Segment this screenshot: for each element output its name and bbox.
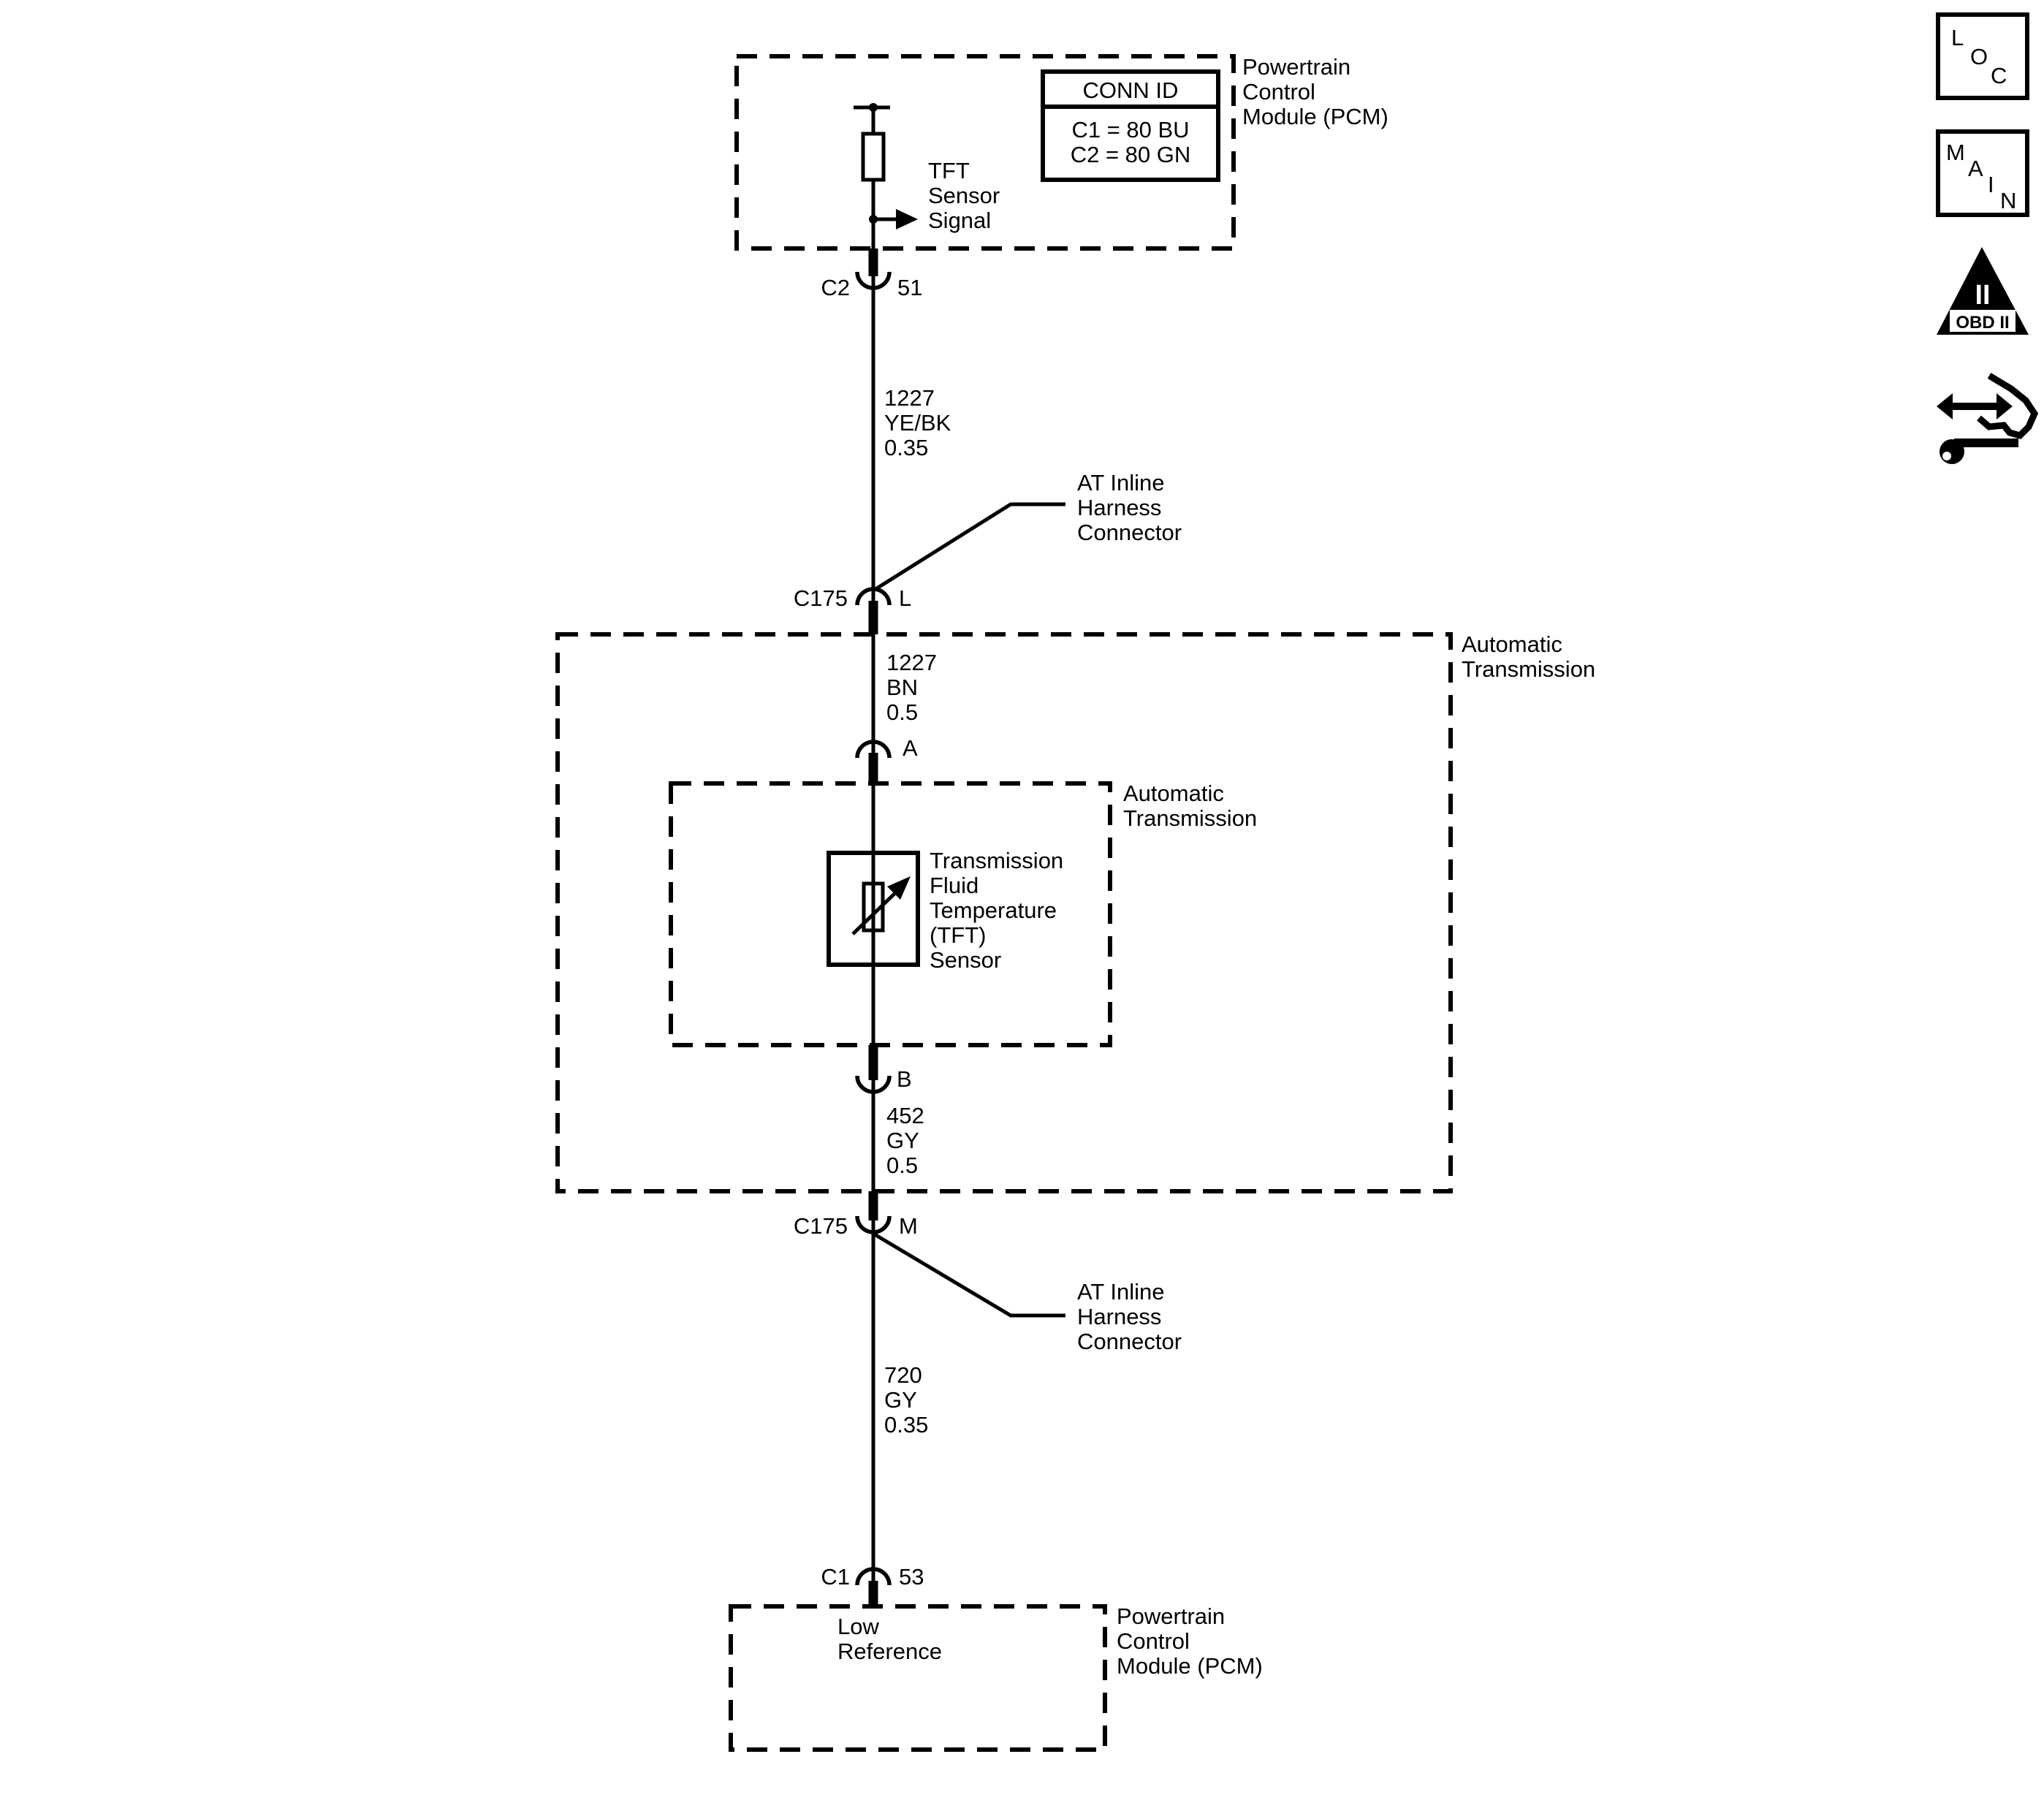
transmission-outer-label-1: Automatic — [1462, 631, 1562, 657]
diagnostic-tools-icon[interactable] — [1937, 373, 2039, 464]
main-letter-m: M — [1946, 140, 1965, 165]
wire-2-gauge: 0.5 — [886, 699, 918, 725]
pcm-bottom-boundary — [729, 1604, 1107, 1752]
connector-c1: C1 53 — [821, 1564, 924, 1606]
wire-3-gauge: 0.5 — [886, 1153, 918, 1178]
pullup-resistor-symbol — [854, 103, 890, 224]
low-reference-label-1: Low — [837, 1614, 879, 1639]
transmission-inner-label-2: Transmission — [1123, 805, 1257, 831]
conn-id-line-2: C2 = 80 GN — [1071, 142, 1191, 167]
tft-sensor-symbol — [827, 851, 920, 967]
pcm-bottom-label-1: Powertrain — [1117, 1603, 1225, 1629]
conn-id-line-1: C1 = 80 BU — [1071, 117, 1189, 143]
pcm-bottom-label-3: Module (PCM) — [1117, 1653, 1263, 1679]
wire-4-circuit: 720 — [884, 1362, 922, 1388]
pcm-top-label-1: Powertrain — [1242, 54, 1350, 80]
pcm-top-label-2: Control — [1242, 79, 1315, 105]
connector-pin-b-label: B — [897, 1066, 912, 1092]
tft-signal-label-2: Sensor — [928, 183, 1000, 208]
tft-signal-label-3: Signal — [928, 208, 991, 233]
connector-c2: C2 51 — [821, 248, 922, 300]
tft-sensor-label-5: Sensor — [930, 947, 1001, 973]
pcm-top-boundary — [734, 54, 1236, 251]
tft-sensor-label-4: (TFT) — [930, 922, 986, 948]
connector-c1-pin: 53 — [899, 1564, 924, 1590]
harness-bottom-label-2: Harness — [1077, 1304, 1161, 1329]
wire-3-circuit: 452 — [886, 1103, 924, 1128]
tft-signal-label-1: TFT — [928, 158, 970, 183]
connector-c175-l-name: C175 — [794, 585, 848, 611]
connector-c175-m-pin: M — [899, 1213, 918, 1239]
obd-ii-button[interactable]: II OBD II — [1937, 247, 2029, 335]
loc-letter-c: C — [1991, 63, 2007, 88]
connector-pin-a-label: A — [903, 735, 918, 761]
wire-2-color: BN — [886, 675, 918, 700]
harness-top-label-1: AT Inline — [1077, 470, 1164, 496]
connector-c2-pin: 51 — [897, 275, 922, 300]
connector-c1-name: C1 — [821, 1564, 850, 1590]
pcm-bottom-module: Low Reference Powertrain Control Module … — [729, 1603, 1263, 1752]
connector-c175-m-name: C175 — [794, 1213, 848, 1239]
wire-1-color: YE/BK — [884, 410, 951, 436]
connector-c175-l: C175 L — [794, 585, 911, 634]
connector-c175-m: C175 M — [794, 1191, 918, 1239]
tft-sensor-label-1: Transmission — [930, 848, 1063, 873]
harness-bottom-label-1: AT Inline — [1077, 1279, 1164, 1305]
wire-4-gauge: 0.35 — [884, 1412, 928, 1438]
harness-bottom-label-3: Connector — [1077, 1329, 1182, 1354]
harness-leader-top — [872, 502, 1065, 593]
transmission-outer: Automatic Transmission — [555, 631, 1595, 1193]
loc-button[interactable]: L O C — [1936, 12, 2029, 100]
wire-1-gauge: 0.35 — [884, 435, 928, 460]
signal-arrow-icon — [873, 209, 918, 229]
wire-4-color: GY — [884, 1387, 917, 1413]
obd-caption: OBD II — [1956, 313, 2009, 333]
conn-id-header: CONN ID — [1083, 77, 1179, 103]
harness-leader-bottom — [872, 1231, 1065, 1318]
loc-letter-l: L — [1951, 25, 1964, 50]
connector-pin-b: B — [855, 1045, 912, 1094]
main-button[interactable]: M A I N — [1936, 129, 2029, 217]
transmission-outer-boundary — [555, 632, 1453, 1193]
tft-sensor-label-2: Fluid — [930, 873, 979, 898]
obd-numeral: II — [1975, 280, 1990, 311]
low-reference-label-2: Reference — [837, 1639, 942, 1664]
pcm-bottom-label-2: Control — [1117, 1628, 1190, 1654]
pcm-top-label-3: Module (PCM) — [1242, 104, 1388, 129]
harness-top-label-2: Harness — [1077, 495, 1161, 520]
transmission-inner: Automatic Transmission — [669, 781, 1257, 1047]
conn-id-box: CONN ID C1 = 80 BU C2 = 80 GN — [1041, 69, 1220, 182]
transmission-inner-label-1: Automatic — [1123, 781, 1224, 806]
connector-c2-name: C2 — [821, 275, 850, 300]
connector-pin-a: A — [855, 735, 918, 783]
wire-2-circuit: 1227 — [886, 650, 937, 675]
main-letter-n: N — [2000, 188, 2016, 213]
wire-1-circuit: 1227 — [884, 385, 935, 411]
harness-top-label-3: Connector — [1077, 520, 1182, 545]
loc-letter-o: O — [1970, 44, 1988, 69]
main-letter-a: A — [1968, 156, 1983, 181]
wire-3-color: GY — [886, 1128, 919, 1153]
connector-c175-l-pin: L — [899, 585, 911, 611]
transmission-outer-label-2: Transmission — [1462, 656, 1595, 682]
transmission-inner-boundary — [669, 781, 1112, 1047]
tft-sensor-label-3: Temperature — [930, 897, 1057, 923]
main-letter-i: I — [1988, 172, 1994, 197]
pcm-top-module: Powertrain Control Module (PCM) CONN ID … — [734, 54, 1388, 251]
